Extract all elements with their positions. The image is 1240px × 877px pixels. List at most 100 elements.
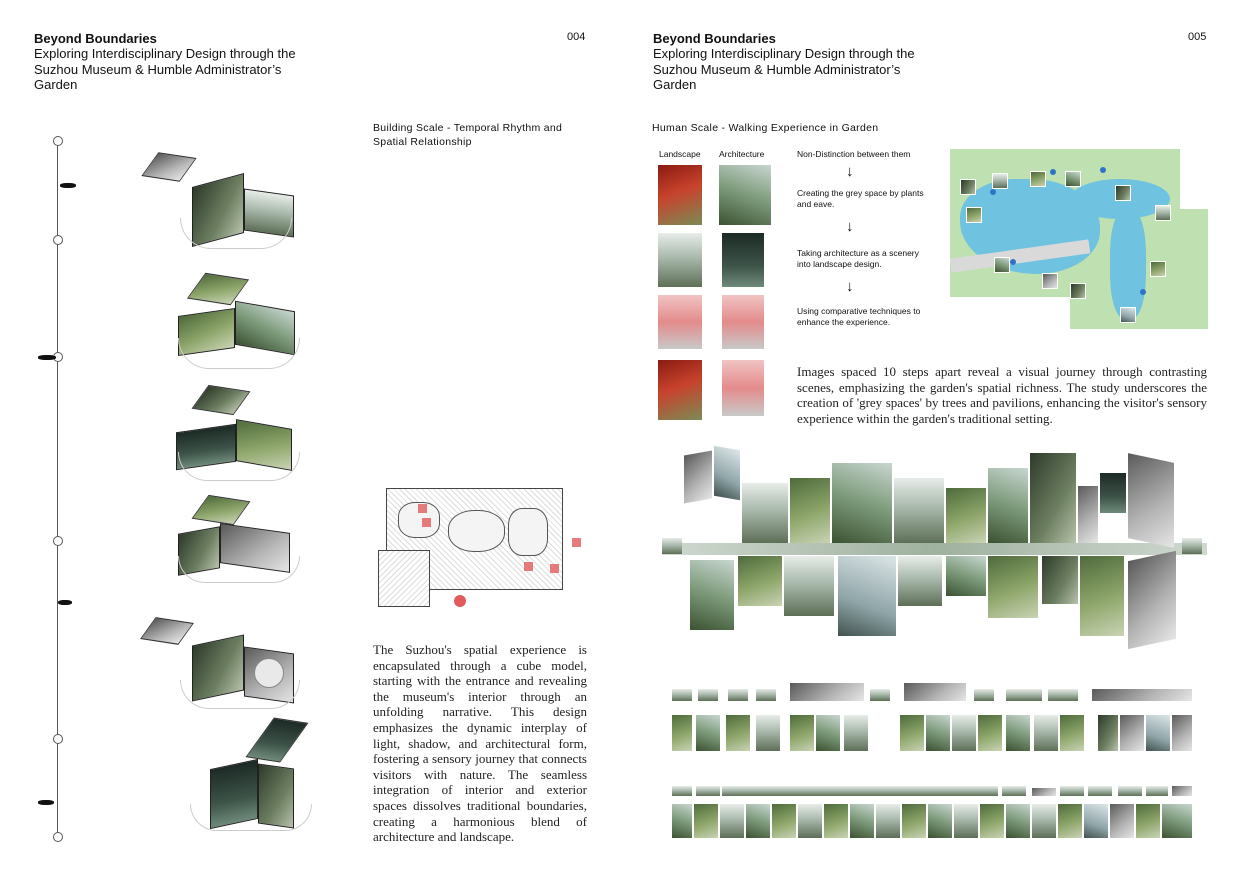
left-subtitle-3: Garden: [34, 77, 78, 92]
timeline-node: [53, 832, 63, 842]
cube-diagram-area: [30, 120, 365, 848]
strip-elevation: [1172, 786, 1192, 796]
collage-photo: [898, 556, 942, 606]
collage-photo: [894, 478, 944, 543]
right-subtitle-2: Suzhou Museum & Humble Administrator’s: [653, 61, 901, 77]
strip-photo: [726, 715, 750, 751]
collage-photo: [1128, 453, 1174, 548]
collage-photo: [1182, 538, 1202, 554]
left-section-heading-2: Spatial Relationship: [373, 136, 472, 148]
left-subtitle-1: Exploring Interdisciplinary Design throu…: [34, 46, 296, 61]
map-water: [1110, 209, 1146, 319]
map-pin-icon: [1010, 259, 1016, 265]
right-title: Beyond Boundaries: [653, 31, 776, 46]
strip-elevation: [1060, 786, 1084, 796]
collage-photo: [1080, 556, 1124, 636]
right-body-text: Images spaced 10 steps apart reveal a vi…: [797, 364, 1207, 426]
collage-photo: [684, 450, 712, 504]
timeline-node: [53, 136, 63, 146]
strip-elevation: [696, 786, 720, 796]
strip-photo: [1084, 804, 1108, 838]
landscape-photo: [658, 233, 702, 287]
strip-photo: [1032, 804, 1056, 838]
cube-top-view: [245, 717, 309, 763]
plan-marker: [418, 504, 427, 513]
step-1-text: Non-Distinction between them: [797, 149, 911, 159]
column-label-architecture: Architecture: [719, 149, 765, 159]
step-2-text: Creating the grey space by plants and ea…: [797, 188, 924, 209]
landscape-photo: [658, 360, 702, 420]
strip-photo: [978, 715, 1002, 751]
strip-elevation: [1006, 689, 1042, 701]
strip-photo: [1172, 715, 1192, 751]
architecture-photo: [722, 295, 764, 349]
strip-elevation: [722, 786, 998, 796]
collage-photo: [946, 488, 986, 543]
collage-photo: [1078, 486, 1098, 543]
cube-top-view: [186, 272, 250, 306]
strip-elevation: [672, 689, 692, 701]
cube-top-view: [141, 152, 197, 182]
landscape-photo: [658, 295, 702, 349]
column-label-landscape: Landscape: [659, 149, 701, 159]
cube-top-view: [191, 494, 251, 526]
plan-marker: [524, 562, 533, 571]
map-thumbnail: [966, 207, 982, 223]
strip-photo: [798, 804, 822, 838]
timeline-node: [53, 235, 63, 245]
collage-photo: [790, 478, 830, 543]
collage-photo: [690, 560, 734, 630]
down-arrow-icon: ↓: [846, 218, 854, 235]
cube-ground-arc: [178, 338, 300, 369]
landscape-photo: [658, 165, 702, 225]
walking-figure-icon: [58, 600, 72, 605]
collage-photo: [738, 556, 782, 606]
architecture-photo: [722, 233, 764, 287]
map-thumbnail: [960, 179, 976, 195]
map-thumbnail: [1120, 307, 1136, 323]
strip-photo: [926, 715, 950, 751]
strip-photo: [1058, 804, 1082, 838]
walking-figure-icon: [38, 800, 54, 805]
collage-photo: [988, 556, 1038, 618]
strip-elevation: [974, 689, 994, 701]
cube-top-view: [191, 384, 251, 416]
site-plan-drawing: [378, 488, 581, 613]
strip-elevation: [1032, 788, 1056, 796]
collage-photo: [742, 483, 788, 543]
cube-ground-arc: [190, 804, 312, 831]
map-thumbnail: [994, 257, 1010, 273]
map-thumbnail: [992, 173, 1008, 189]
collage-horizon-band: [662, 543, 1207, 555]
walking-figure-icon: [38, 355, 56, 360]
strip-photo: [954, 804, 978, 838]
strip-photo: [1006, 715, 1030, 751]
strip-photo: [694, 804, 718, 838]
strip-photo: [1146, 715, 1170, 751]
strip-photo: [1120, 715, 1144, 751]
right-page: Beyond Boundaries Exploring Interdiscipl…: [620, 0, 1240, 877]
strip-photo: [1110, 804, 1134, 838]
strip-elevation: [790, 683, 864, 701]
collage-photo: [784, 556, 834, 616]
map-pin-icon: [990, 189, 996, 195]
down-arrow-icon: ↓: [846, 278, 854, 295]
collage-photo: [662, 538, 682, 554]
map-pin-icon: [1100, 167, 1106, 173]
left-page: Beyond Boundaries Exploring Interdiscipl…: [30, 31, 587, 848]
architecture-photo: [722, 360, 764, 416]
map-pin-icon: [1140, 289, 1146, 295]
sequence-strip-2: [672, 780, 1192, 840]
left-title: Beyond Boundaries: [34, 31, 157, 46]
strip-photo: [952, 715, 976, 751]
plan-marker: [550, 564, 559, 573]
right-section-heading: Human Scale - Walking Experience in Gard…: [652, 122, 879, 134]
collage-photo: [832, 463, 892, 543]
strip-photo: [1060, 715, 1084, 751]
plan-pond: [508, 508, 548, 556]
plan-marker: [422, 518, 431, 527]
collage-photo: [1100, 473, 1126, 513]
strip-photo: [790, 715, 814, 751]
strip-photo: [672, 804, 692, 838]
map-thumbnail: [1065, 171, 1081, 187]
